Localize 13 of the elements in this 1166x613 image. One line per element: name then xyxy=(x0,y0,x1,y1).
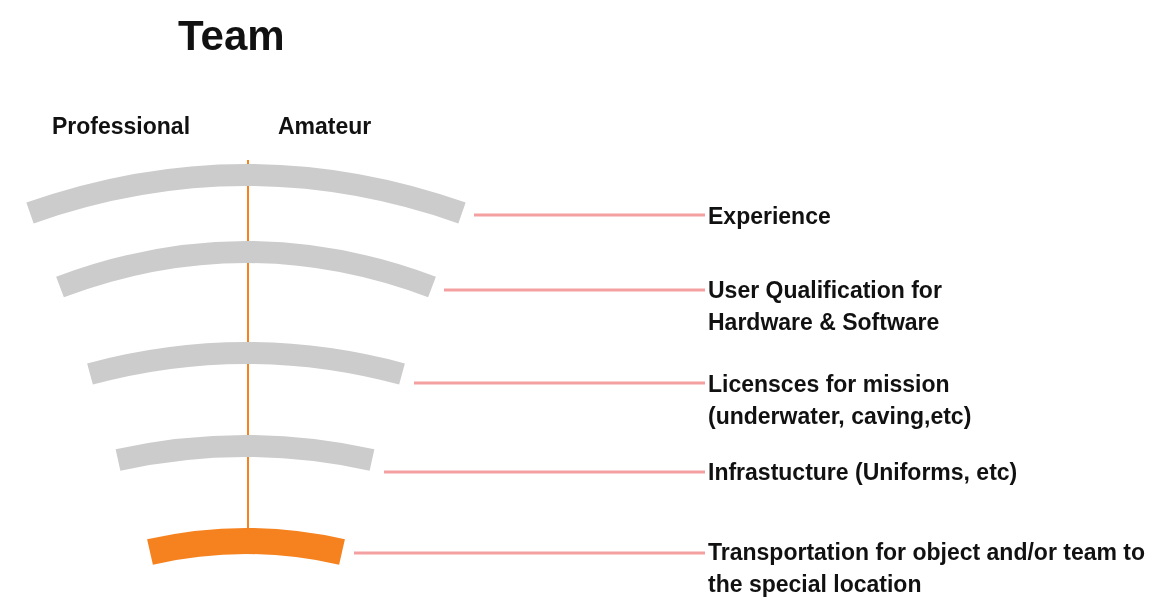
leader-line xyxy=(354,551,705,555)
leader-line xyxy=(444,288,705,292)
leader-line xyxy=(414,381,705,385)
axis-label: Professional xyxy=(52,113,191,140)
item-label: User Qualification for Hardware & Software xyxy=(708,274,1008,338)
item-label: Infrastucture (Uniforms, etc) xyxy=(708,456,1158,488)
item-label: Transportation for object and/or team to the special location xyxy=(708,536,1148,600)
axis-label: Amateur xyxy=(278,113,372,140)
item-label: Licensces for mission (underwater, caving,etc) xyxy=(708,368,1008,432)
leader-line xyxy=(474,213,705,217)
item-label: Experience xyxy=(708,200,1158,232)
leader-line xyxy=(384,470,705,474)
title: Team xyxy=(178,12,285,60)
